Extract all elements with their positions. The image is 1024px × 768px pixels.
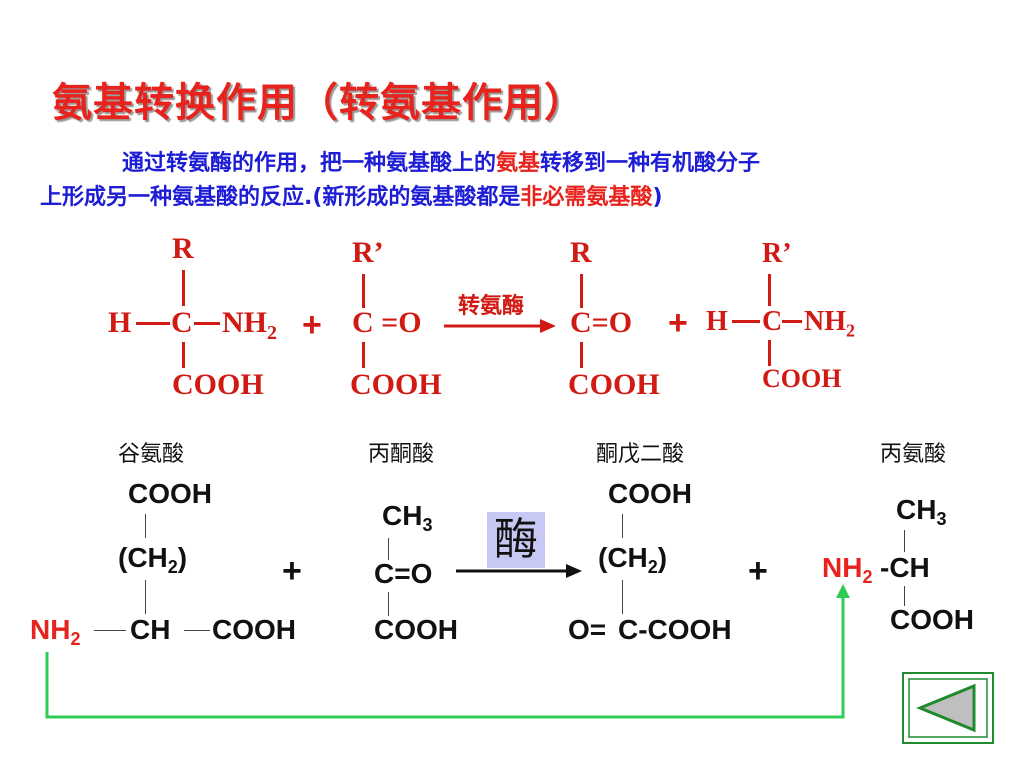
description-line-2-suffix: ) bbox=[652, 185, 663, 210]
name-alanine: 丙氨酸 bbox=[880, 442, 947, 467]
kg-top: COOH bbox=[608, 478, 692, 509]
gen-prod1-center: C=O bbox=[570, 306, 633, 339]
name-ketoglutarate: 酮戊二酸 bbox=[596, 442, 685, 467]
pyr-bond-2 bbox=[388, 592, 389, 616]
description-highlight-amino: 氨基 bbox=[496, 151, 541, 176]
glu-top: COOH bbox=[128, 478, 212, 509]
gen-reaction-arrow bbox=[444, 319, 556, 333]
gen-prod1-bond-top bbox=[580, 274, 583, 308]
kg-bond-2 bbox=[622, 580, 623, 614]
page-title: 氨基转换作用（转氨基作用） bbox=[52, 80, 585, 126]
kg-mid: (CH2) bbox=[598, 542, 668, 577]
gen-prod1-bottom: COOH bbox=[568, 368, 660, 401]
glu-bond-1 bbox=[145, 514, 146, 538]
ala-bond-2 bbox=[904, 586, 905, 606]
gen-sub2-bond-bottom bbox=[362, 342, 365, 368]
name-glutamate: 谷氨酸 bbox=[118, 442, 185, 467]
pyr-bond-1 bbox=[388, 538, 389, 560]
amino-transfer-arrow bbox=[45, 584, 850, 719]
pyr-top: CH3 bbox=[382, 500, 433, 535]
kg-center: C-COOH bbox=[618, 614, 732, 645]
spec-plus-1: + bbox=[282, 552, 302, 590]
gen-prod2-bottom: COOH bbox=[762, 364, 842, 393]
gen-prod2-right: NH2 bbox=[804, 306, 855, 341]
pyr-bottom: COOH bbox=[374, 614, 458, 645]
gen-sub1-bond-bottom bbox=[182, 342, 185, 368]
ala-bottom: COOH bbox=[890, 604, 974, 635]
gen-prod2-bond-left bbox=[732, 320, 760, 323]
glu-right: COOH bbox=[212, 614, 296, 645]
gen-prod2-bond-top bbox=[768, 274, 771, 306]
nav-back-button[interactable] bbox=[902, 672, 994, 744]
description-line-2: 上形成另一种氨基酸的反应.(新形成的氨基酸都是非必需氨基酸) bbox=[40, 182, 663, 214]
glu-mid: (CH2) bbox=[118, 542, 188, 577]
triangle-left-icon bbox=[908, 678, 988, 738]
gen-prod2-top: R’ bbox=[762, 238, 792, 269]
gen-sub1-bond-top bbox=[182, 270, 185, 306]
gen-sub2-bond-top bbox=[362, 274, 365, 308]
ala-bond-1 bbox=[904, 530, 905, 552]
gen-sub1-center: C bbox=[171, 306, 193, 339]
glu-center: CH bbox=[130, 614, 171, 645]
spec-reaction-arrow bbox=[456, 564, 582, 578]
gen-sub1-left: H bbox=[108, 306, 132, 339]
gen-sub2-bottom: COOH bbox=[350, 368, 442, 401]
description-line-1-prefix: 通过转氨酶的作用，把一种氨基酸上的 bbox=[122, 151, 497, 176]
gen-prod1-top: R bbox=[570, 236, 592, 269]
gen-sub1-top: R bbox=[172, 232, 194, 265]
gen-sub2-top: R’ bbox=[352, 236, 384, 269]
gen-prod2-center: C bbox=[762, 306, 783, 337]
gen-prod1-bond-bottom bbox=[580, 342, 583, 368]
gen-sub1-bond-left bbox=[136, 322, 170, 325]
description-line-2-prefix: 上形成另一种氨基酸的反应.(新形成的氨基酸都是 bbox=[40, 185, 521, 210]
description-highlight-nonessential: 非必需氨基酸 bbox=[520, 185, 653, 210]
ala-center: -CH bbox=[880, 552, 930, 583]
gen-plus-2: + bbox=[668, 304, 688, 342]
kg-left: O= bbox=[568, 614, 607, 645]
spec-plus-2: + bbox=[748, 552, 768, 590]
glu-bond-2 bbox=[145, 580, 146, 614]
ala-top: CH3 bbox=[896, 494, 947, 529]
gen-prod2-bond-right bbox=[782, 320, 802, 323]
gen-sub1-bottom: COOH bbox=[172, 368, 264, 401]
gen-sub2-center: C =O bbox=[352, 306, 422, 339]
gen-prod2-left: H bbox=[706, 306, 728, 337]
name-pyruvate: 丙酮酸 bbox=[368, 442, 435, 467]
kg-bond-1 bbox=[622, 514, 623, 538]
glu-bond-3 bbox=[94, 630, 126, 631]
pyr-mid: C=O bbox=[374, 558, 433, 589]
description-line-1: 通过转氨酶的作用，把一种氨基酸上的氨基转移到一种有机酸分子 bbox=[122, 148, 760, 180]
enzyme-label: 酶 bbox=[487, 512, 545, 568]
gen-sub1-right: NH2 bbox=[222, 306, 277, 344]
ala-amino-group: NH2 bbox=[822, 552, 873, 587]
gen-enzyme-label: 转氨酶 bbox=[458, 294, 525, 319]
gen-sub1-bond-right bbox=[194, 322, 220, 325]
gen-prod2-bond-bottom bbox=[768, 340, 771, 366]
gen-plus-1: + bbox=[302, 306, 322, 344]
glu-amino-group: NH2 bbox=[30, 614, 81, 649]
glu-bond-4 bbox=[184, 630, 210, 631]
description-line-1-suffix: 转移到一种有机酸分子 bbox=[540, 151, 761, 176]
